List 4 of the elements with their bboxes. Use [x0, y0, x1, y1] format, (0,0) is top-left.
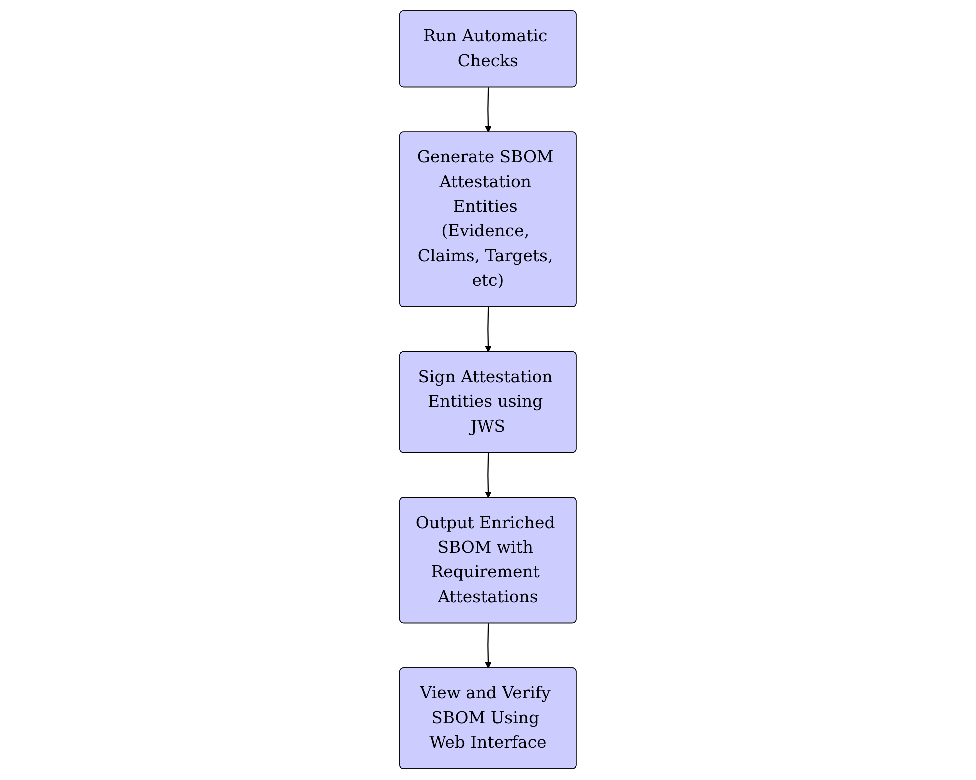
arrow — [484, 624, 492, 669]
arrow — [484, 307, 492, 353]
arrow — [484, 453, 492, 498]
arrow — [484, 88, 492, 133]
